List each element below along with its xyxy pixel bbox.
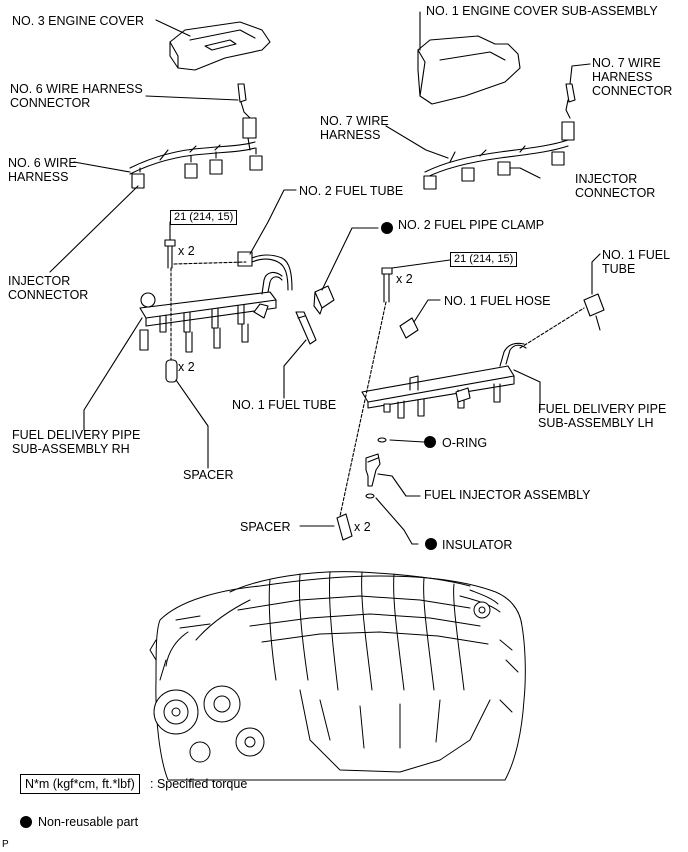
label-spacer-rh: SPACER xyxy=(183,468,234,482)
no1-fuel-tube-right-drawing xyxy=(583,293,605,331)
no6-wire-harness-drawing xyxy=(129,137,263,189)
no1-engine-cover-drawing xyxy=(417,35,521,105)
label-o-ring: O-RING xyxy=(442,436,488,450)
label-line: SUB-ASSEMBLY RH xyxy=(12,442,130,456)
no7-wire-harness-drawing xyxy=(423,139,569,190)
fuel-injector-drawing xyxy=(365,437,387,499)
label-x2-bolt-lh: x 2 xyxy=(396,272,413,286)
insulator-nonreusable-marker xyxy=(425,538,437,550)
label-fuel-injector-assembly: FUEL INJECTOR ASSEMBLY xyxy=(424,488,591,502)
clamp-nonreusable-marker xyxy=(381,222,393,234)
label-injector-connector-right: INJECTOR CONNECTOR xyxy=(575,172,655,200)
torque-box-rh: 21 (214, 15) xyxy=(170,210,238,225)
no2-fuel-pipe-clamp-drawing xyxy=(313,285,335,315)
label-line: CONNECTOR xyxy=(592,84,673,98)
label-line: CONNECTOR xyxy=(575,186,656,200)
label-no6-wire-harness-connector: NO. 6 WIRE HARNESS CONNECTOR xyxy=(10,82,143,110)
label-line: INJECTOR xyxy=(575,172,638,186)
bolt-rh-drawing xyxy=(164,239,176,269)
label-line: CONNECTOR xyxy=(10,96,91,110)
no1-fuel-tube-center-drawing xyxy=(295,311,317,345)
label-spacer-lh: SPACER xyxy=(240,520,291,534)
label-line: SUB-ASSEMBLY LH xyxy=(538,416,654,430)
label-no7-wire-harness-connector: NO. 7 WIRE HARNESS CONNECTOR xyxy=(592,56,672,98)
alignment-lines xyxy=(170,261,585,517)
bolt-lh-drawing xyxy=(381,267,393,303)
label-line: FUEL DELIVERY PIPE xyxy=(12,428,141,442)
label-line: NO. 6 WIRE xyxy=(8,156,77,170)
label-x2-spacer-rh: x 2 xyxy=(178,360,195,374)
no6-harness-connector-drawing xyxy=(237,83,257,139)
label-line: TUBE xyxy=(602,262,636,276)
legend-nonreusable-marker xyxy=(20,816,32,828)
label-line: FUEL DELIVERY PIPE xyxy=(538,402,667,416)
spacer-rh-drawing xyxy=(165,359,178,383)
no7-harness-connector-drawing xyxy=(561,83,576,141)
corner-mark: P xyxy=(2,839,9,850)
fuel-delivery-pipe-rh-drawing xyxy=(139,271,283,353)
legend-torque-box: N*m (kgf*cm, ft.*lbf) xyxy=(20,774,140,794)
label-no1-engine-cover-sub: NO. 1 ENGINE COVER SUB-ASSEMBLY xyxy=(426,4,658,18)
label-no7-wire-harness: NO. 7 WIRE HARNESS xyxy=(320,114,389,142)
leader-lines xyxy=(49,11,601,545)
label-line: HARNESS xyxy=(8,170,69,184)
label-line: NO. 1 FUEL xyxy=(602,248,671,262)
label-no1-fuel-tube-right: NO. 1 FUEL TUBE xyxy=(602,248,670,276)
label-line: CONNECTOR xyxy=(8,288,89,302)
label-x2-bolt-rh: x 2 xyxy=(178,244,195,258)
no3-engine-cover-drawing xyxy=(169,21,271,71)
label-fuel-delivery-pipe-rh: FUEL DELIVERY PIPE SUB-ASSEMBLY RH xyxy=(12,428,140,456)
no2-fuel-tube-drawing xyxy=(237,251,293,291)
torque-box-lh: 21 (214, 15) xyxy=(450,252,518,267)
label-line: NO. 7 WIRE xyxy=(320,114,389,128)
nonreusable-markers xyxy=(20,222,437,828)
label-no2-fuel-pipe-clamp: NO. 2 FUEL PIPE CLAMP xyxy=(398,218,545,232)
legend-nonreusable-desc: Non-reusable part xyxy=(38,815,139,829)
oring-nonreusable-marker xyxy=(424,436,436,448)
label-no1-fuel-tube-center: NO. 1 FUEL TUBE xyxy=(232,398,337,412)
label-insulator: INSULATOR xyxy=(442,538,513,552)
label-line: NO. 6 WIRE HARNESS xyxy=(10,82,143,96)
label-fuel-delivery-pipe-lh: FUEL DELIVERY PIPE SUB-ASSEMBLY LH xyxy=(538,402,666,430)
label-line: HARNESS xyxy=(320,128,381,142)
engine-block-drawing xyxy=(149,571,526,781)
label-line: NO. 7 WIRE xyxy=(592,56,661,70)
spacer-lh-drawing xyxy=(336,513,353,541)
label-x2-spacer-lh: x 2 xyxy=(354,520,371,534)
label-no2-fuel-tube: NO. 2 FUEL TUBE xyxy=(299,184,404,198)
label-injector-connector-left: INJECTOR CONNECTOR xyxy=(8,274,88,302)
label-no1-fuel-hose: NO. 1 FUEL HOSE xyxy=(444,294,551,308)
label-line: HARNESS xyxy=(592,70,653,84)
label-no3-engine-cover: NO. 3 ENGINE COVER xyxy=(12,14,144,28)
no1-fuel-hose-drawing xyxy=(399,317,419,339)
legend-torque-desc: : Specified torque xyxy=(150,777,248,791)
label-line: INJECTOR xyxy=(8,274,71,288)
label-no6-wire-harness: NO. 6 WIRE HARNESS xyxy=(8,156,77,184)
fuel-delivery-pipe-lh-drawing xyxy=(361,342,527,419)
